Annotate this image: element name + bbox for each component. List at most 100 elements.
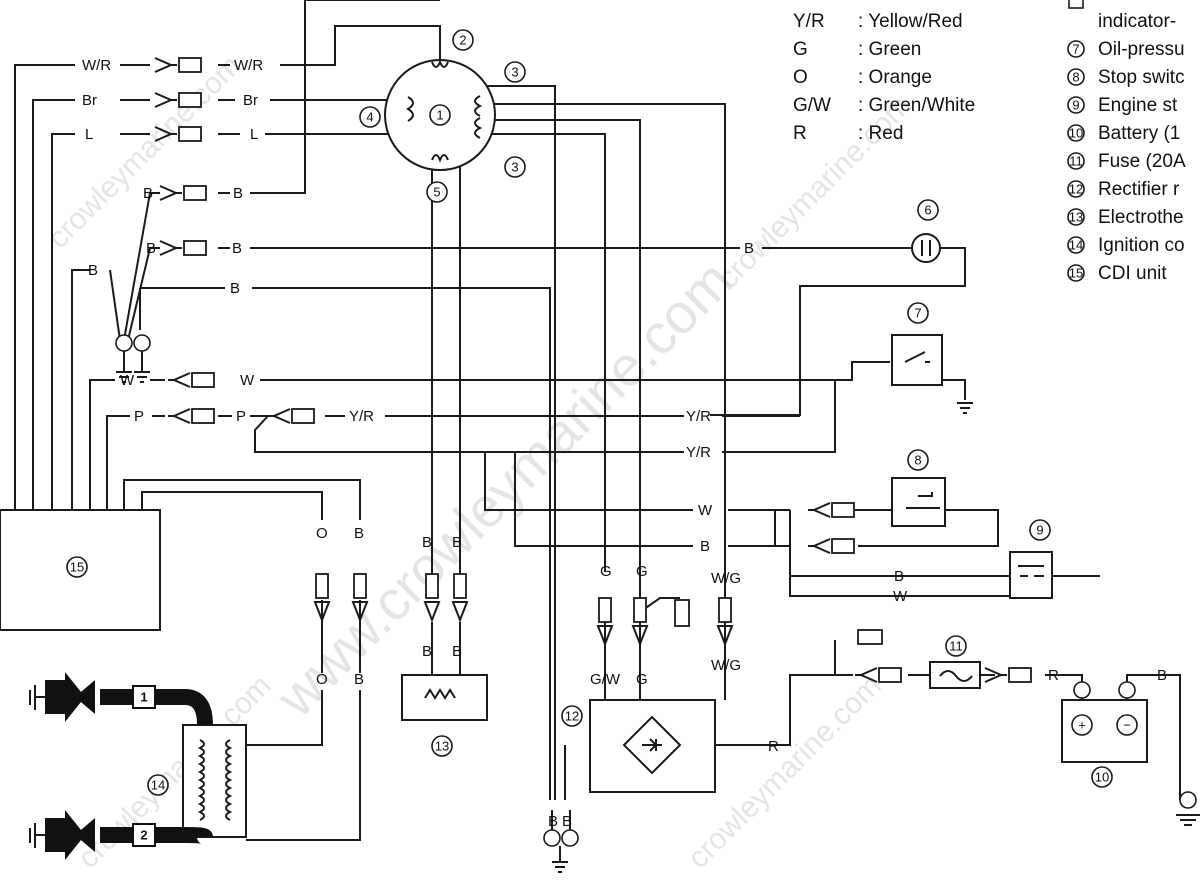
wire-label: B [744, 240, 754, 257]
color-legend: Y/R : Yellow/Red G : Green O : Orange G/… [793, 11, 975, 144]
component-number: 3 [511, 160, 518, 175]
connector-body [183, 185, 207, 201]
legend-item: Rectifier r [1098, 179, 1180, 200]
legend-marker [1067, 68, 1085, 86]
legend-number: 7 [1072, 42, 1079, 57]
legend-name: : Yellow/Red [858, 11, 963, 32]
component-number: 12 [565, 709, 579, 724]
fuse [929, 661, 981, 689]
connector-arrow [596, 625, 614, 647]
diode-icon [642, 738, 662, 752]
connector-body [1008, 667, 1032, 683]
wire-label: B [233, 185, 243, 202]
wire-label: W/G [711, 657, 741, 674]
wire-labels: W/R W/R Br Br L L B B B B B B B W W P P … [82, 57, 1167, 830]
wire-label: B [232, 240, 242, 257]
wire-label: W [698, 502, 713, 519]
indicator-lamp [911, 233, 941, 263]
legend-number: 14 [1069, 238, 1083, 253]
wire-label: B [230, 280, 240, 297]
connector-body [178, 126, 202, 142]
wire-label: L [250, 126, 258, 143]
connector-body [633, 597, 647, 623]
connector-body [353, 573, 367, 599]
connector-body [878, 667, 902, 683]
wire-label: W/R [234, 57, 263, 74]
connector-body [857, 629, 883, 645]
wire-label: B [422, 534, 432, 551]
connector-body [453, 573, 467, 599]
battery: + − [1061, 681, 1200, 826]
wire-label: B [562, 813, 572, 830]
connector-body [178, 92, 202, 108]
wire-label: L [85, 126, 93, 143]
wire-label: W/R [82, 57, 111, 74]
component-number: 9 [1036, 523, 1043, 538]
wire-label: B [354, 671, 364, 688]
watermark-text: crowleymarine.com [712, 89, 918, 295]
wire-label: B [1157, 667, 1167, 684]
component-number: 15 [70, 560, 84, 575]
wire-label: Y/R [349, 408, 374, 425]
legend-item: CDI unit [1098, 263, 1167, 284]
legend-number: 13 [1069, 210, 1083, 225]
component-number: 6 [924, 203, 931, 218]
legend-number: 15 [1069, 266, 1083, 281]
connector-body [178, 57, 202, 73]
connector-body [191, 372, 215, 388]
rectifier-bridge [622, 715, 682, 775]
coil-output-box-2 [132, 823, 156, 847]
wire-label: P [134, 408, 144, 425]
connector-arrow [716, 625, 734, 647]
component-number: 4 [366, 110, 373, 125]
connector-arrow [159, 185, 182, 201]
legend-item: Battery (1 [1098, 123, 1180, 144]
component-number: 5 [433, 185, 440, 200]
wire-label: B [422, 643, 432, 660]
wire-label: R [768, 738, 779, 755]
legend-marker [1068, 0, 1084, 9]
component-number: 10 [1095, 770, 1109, 785]
wire-label: G [600, 563, 612, 580]
wires [14, 0, 1181, 841]
wire-label: Y/R [686, 408, 711, 425]
ignition-coil [182, 724, 247, 838]
connector-arrow [808, 502, 831, 518]
legend-marker [1067, 264, 1085, 282]
legend-number: 11 [1069, 154, 1083, 169]
connector-body [831, 538, 855, 554]
wire-label: B [88, 262, 98, 279]
legend-item: Engine st [1098, 95, 1178, 116]
heater-element [424, 688, 456, 700]
component-number: 2 [459, 33, 466, 48]
wire-label: Br [243, 92, 258, 109]
connector-arrow [808, 538, 831, 554]
component-number: 11 [949, 639, 963, 654]
connector-arrow [159, 240, 182, 256]
wire-label: R [1048, 667, 1059, 684]
legend-code: R [793, 123, 807, 144]
ht-leads: 1 2 [29, 672, 213, 860]
wire-label: G [636, 671, 648, 688]
wire-label: Y/R [686, 444, 711, 461]
legend-name: : Red [858, 123, 903, 144]
legend-item: Oil-pressu [1098, 39, 1185, 60]
legend-code: Y/R [793, 11, 825, 32]
legend-name: : Green/White [858, 95, 975, 116]
legend-name: : Green [858, 39, 921, 60]
component-number: 13 [435, 739, 449, 754]
component-number: 7 [914, 306, 921, 321]
legend-code: G [793, 39, 808, 60]
engine-stop-switch [1009, 551, 1053, 599]
wire-label: W [120, 372, 135, 389]
component-number: 8 [914, 453, 921, 468]
connector-arrow [313, 601, 331, 623]
connector-body [315, 573, 329, 599]
connector-arrow [855, 667, 878, 683]
legend-name: : Orange [858, 67, 932, 88]
wire-label: B [146, 240, 156, 257]
ground-symbols [115, 334, 973, 873]
spark-arrow-2 [45, 810, 85, 860]
wire-label: B [894, 568, 904, 585]
